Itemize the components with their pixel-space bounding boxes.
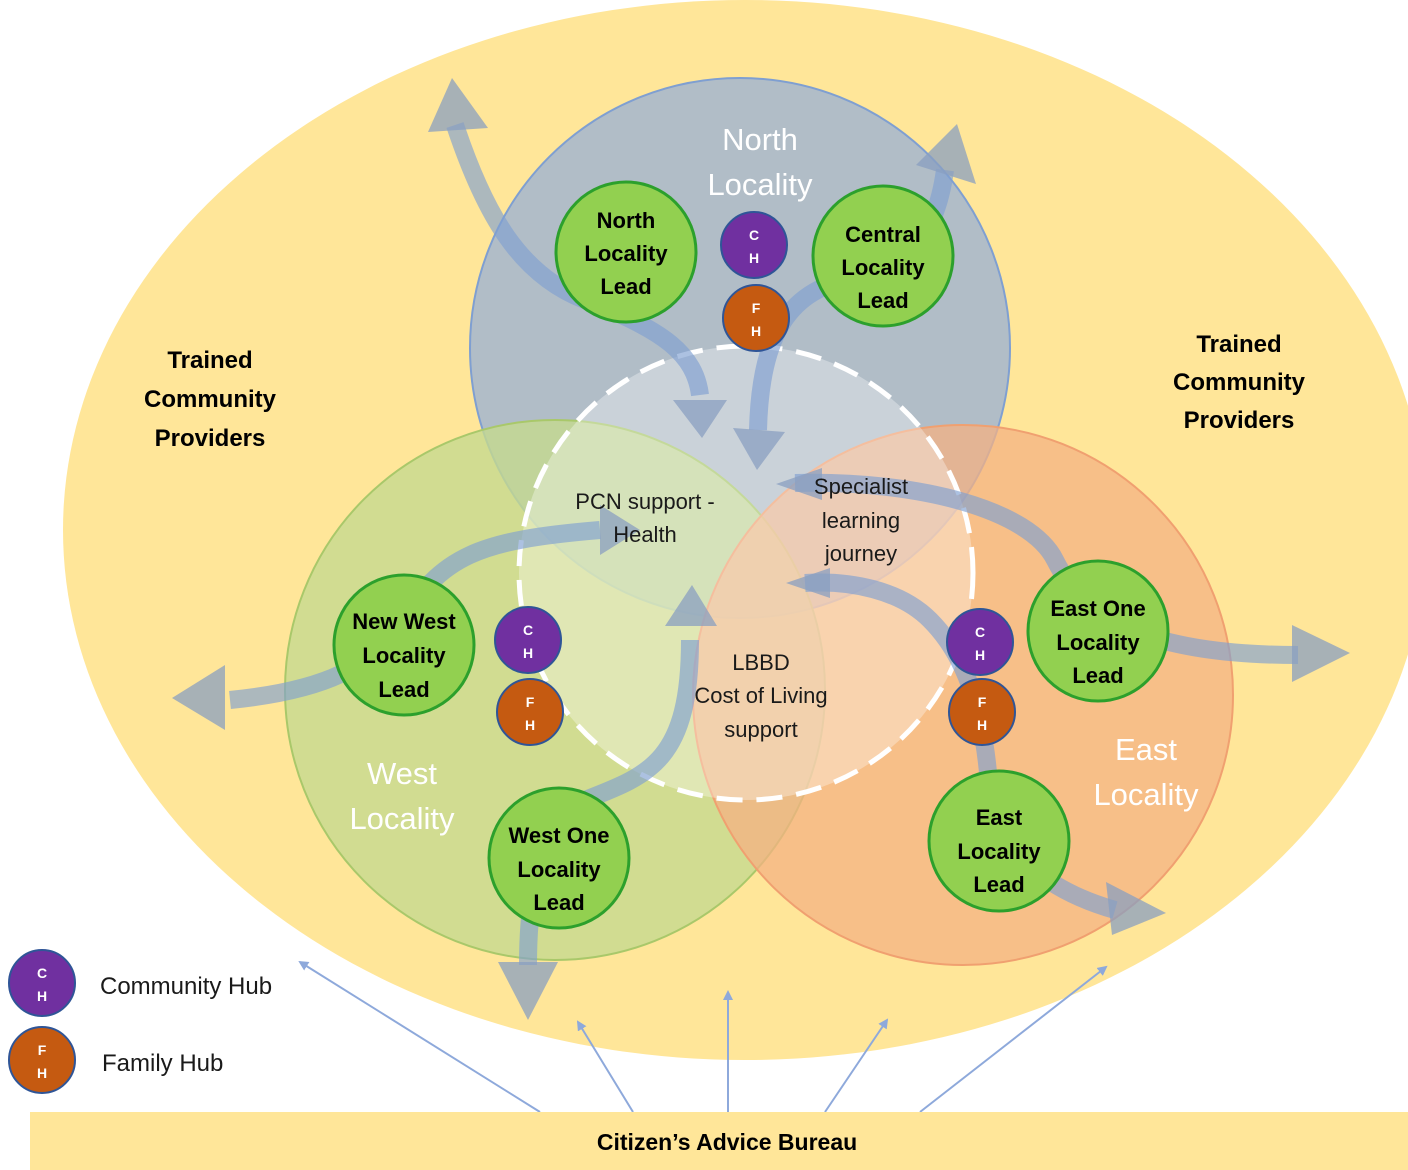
north-lead-circle: [554, 180, 698, 324]
arrow-head-central-lead-out: [916, 124, 976, 184]
central-lead-line2: Locality: [841, 255, 925, 280]
citizens-advice-bar: [30, 1112, 1408, 1170]
west-locality-line1: West: [367, 756, 437, 791]
legend-ch-letter-c: C: [37, 965, 47, 981]
pcn-support-line2: Health: [613, 522, 677, 547]
flow-arrow-east-one-lead: [794, 473, 1299, 664]
west-locality-line2: Locality: [349, 801, 455, 836]
right-providers-line1: Trained: [1196, 331, 1281, 358]
flow-arrow-heads: [172, 78, 1350, 1020]
east-lead-line3: Lead: [973, 872, 1024, 897]
new-west-lead-circle: [332, 573, 476, 717]
east-locality-line2: Locality: [1093, 777, 1199, 812]
new-west-lead-line3: Lead: [378, 677, 429, 702]
arrow-head-new-west-in: [600, 505, 640, 555]
north-community-hub: [720, 211, 788, 279]
east-fh-letter-h: H: [977, 717, 987, 733]
cab-arrow-far-right: [919, 965, 1108, 1113]
west-fh-letter-h: H: [525, 717, 535, 733]
east-ch-letter-h: H: [975, 647, 985, 663]
east-lead-circle: [927, 769, 1071, 913]
cab-arrows: [298, 960, 1108, 1113]
west-ch-letter-c: C: [523, 622, 533, 638]
east-lead-line2: Locality: [957, 839, 1041, 864]
east-one-lead-circle: [1026, 559, 1170, 703]
north-fh-letter-f: F: [752, 300, 761, 316]
north-lead-line1: North: [597, 208, 656, 233]
central-lead-circle: [811, 184, 955, 328]
new-west-lead-line1: New West: [352, 609, 456, 634]
central-lead-line1: Central: [845, 222, 921, 247]
legend-community-hub-icon: [8, 949, 76, 1017]
citizens-advice-label: Citizen’s Advice Bureau: [597, 1129, 857, 1155]
arrow-head-central-lead-in: [733, 428, 785, 470]
east-one-lead-line3: Lead: [1072, 663, 1123, 688]
arrow-head-east-lead-in: [786, 568, 830, 598]
specialist-line2: learning: [822, 508, 900, 533]
arrow-head-specialist-in: [776, 468, 822, 500]
hub-circles: [8, 211, 1016, 1094]
right-providers-line2: Community: [1173, 369, 1306, 396]
east-family-hub: [948, 678, 1016, 746]
arrow-head-north-lead-in: [673, 400, 727, 438]
arrow-head-east-lead-out: [1106, 882, 1166, 935]
east-locality-line1: East: [1115, 732, 1177, 767]
new-west-lead-line2: Locality: [362, 643, 446, 668]
north-ch-letter-h: H: [749, 250, 759, 266]
lbbd-line3: support: [724, 717, 797, 742]
left-providers-line3: Providers: [155, 425, 266, 452]
west-one-lead-line2: Locality: [517, 857, 601, 882]
lead-circles: [332, 180, 1170, 930]
west-ch-letter-h: H: [523, 645, 533, 661]
east-ch-letter-c: C: [975, 624, 985, 640]
center-dashed-circle: [516, 343, 976, 803]
legend-fh-letter-h: H: [37, 1065, 47, 1081]
north-fh-letter-h: H: [751, 323, 761, 339]
cab-arrow-far-left: [298, 960, 541, 1113]
arrow-head-west-one-out: [498, 962, 558, 1020]
legend-community-hub-label: Community Hub: [100, 973, 272, 1000]
lbbd-line2: Cost of Living: [694, 683, 827, 708]
cab-arrow-right: [824, 1018, 889, 1113]
legend-family-hub-label: Family Hub: [102, 1050, 223, 1077]
west-community-hub: [494, 606, 562, 674]
east-lead-line1: East: [976, 805, 1023, 830]
cab-arrow-left: [576, 1020, 634, 1113]
lbbd-line1: LBBD: [732, 650, 789, 675]
west-family-hub: [496, 678, 564, 746]
west-fh-letter-f: F: [526, 694, 535, 710]
arrow-head-west-one-in: [665, 585, 717, 626]
east-community-hub: [946, 608, 1014, 676]
legend-ch-letter-h: H: [37, 988, 47, 1004]
west-one-lead-line1: West One: [508, 823, 609, 848]
central-lead-line3: Lead: [857, 288, 908, 313]
north-lead-line2: Locality: [584, 241, 668, 266]
arrow-head-north-lead-out: [428, 78, 488, 132]
left-providers-line2: Community: [144, 386, 277, 413]
pcn-support-line1: PCN support -: [575, 489, 714, 514]
legend-fh-letter-f: F: [38, 1042, 47, 1058]
left-providers-line1: Trained: [167, 347, 252, 374]
west-one-lead-line3: Lead: [533, 890, 584, 915]
north-family-hub: [722, 284, 790, 352]
arrow-head-east-one-out: [1292, 625, 1350, 682]
north-lead-line3: Lead: [600, 274, 651, 299]
east-fh-letter-f: F: [978, 694, 987, 710]
north-locality-line2: Locality: [707, 167, 813, 202]
specialist-line1: Specialist: [814, 474, 908, 499]
north-locality-line1: North: [722, 122, 798, 157]
specialist-line3: journey: [824, 541, 897, 566]
right-providers-line3: Providers: [1184, 407, 1295, 434]
west-one-lead-circle: [487, 786, 631, 930]
east-one-lead-line1: East One: [1050, 596, 1145, 621]
legend-family-hub-icon: [8, 1026, 76, 1094]
arrow-head-new-west-out: [172, 665, 225, 730]
east-one-lead-line2: Locality: [1056, 630, 1140, 655]
north-ch-letter-c: C: [749, 227, 759, 243]
